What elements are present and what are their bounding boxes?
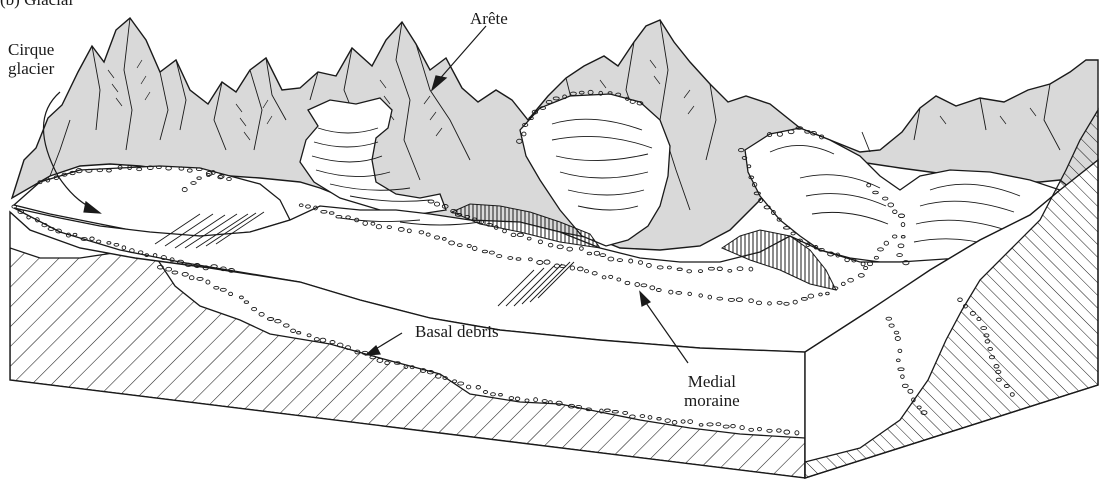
label-arete: Arête bbox=[470, 9, 508, 28]
label-cirque-line2: glacier bbox=[8, 59, 54, 78]
figure-caption-fragment: (b) Glacial bbox=[0, 0, 73, 9]
label-medial-line2: moraine bbox=[684, 391, 740, 410]
label-cirque-line1: Cirque bbox=[8, 40, 54, 59]
debris-dot bbox=[791, 232, 795, 235]
label-medial-moraine: Medial moraine bbox=[684, 372, 740, 410]
debris-dot bbox=[306, 205, 311, 208]
label-cirque-glacier: Cirque glacier bbox=[8, 40, 54, 78]
debris-dot bbox=[299, 204, 303, 207]
label-medial-line1: Medial bbox=[684, 372, 740, 391]
label-basal-debris: Basal debris bbox=[415, 322, 499, 341]
